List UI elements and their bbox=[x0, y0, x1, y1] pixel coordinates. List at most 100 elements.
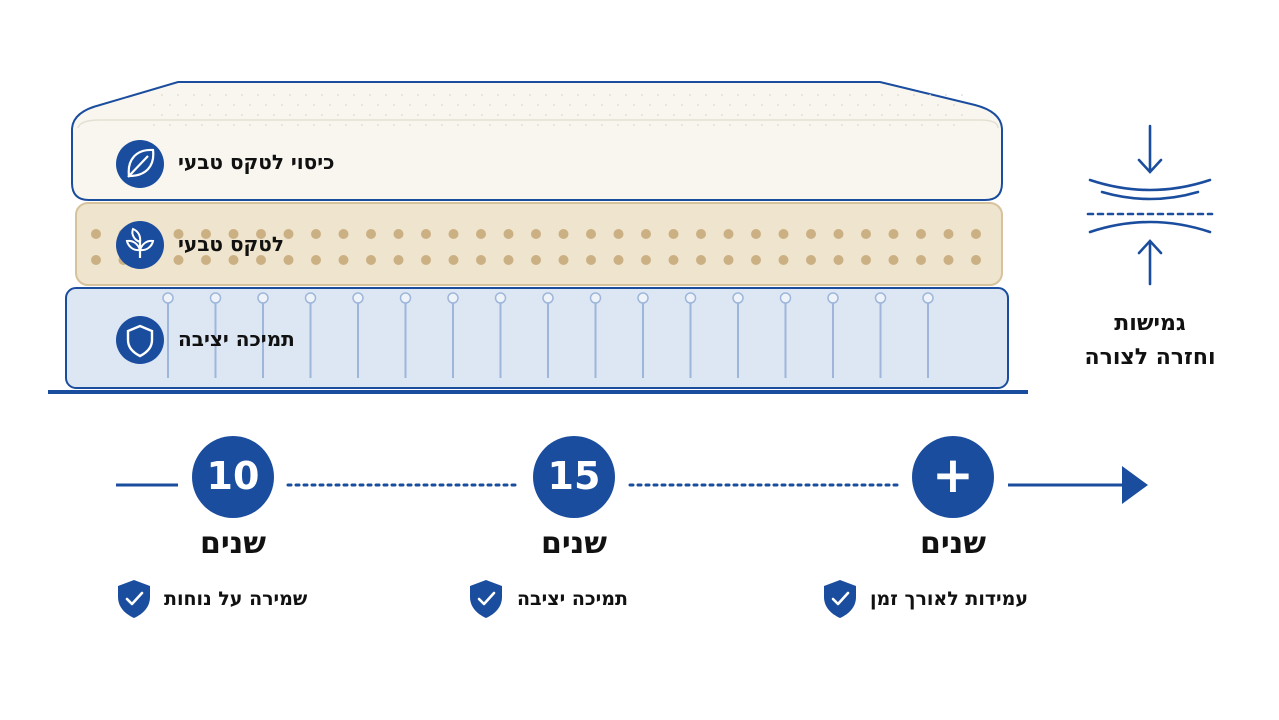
cover-texture-dot bbox=[665, 104, 667, 106]
support-spring-knob bbox=[637, 292, 649, 304]
latex-perforation bbox=[311, 229, 321, 239]
latex-perforation bbox=[531, 229, 541, 239]
layer-label-support: תמיכה יציבה bbox=[178, 327, 295, 351]
cover-texture-dot bbox=[657, 94, 659, 96]
cover-texture-dot bbox=[433, 114, 435, 116]
cover-texture-dot bbox=[385, 94, 387, 96]
cover-texture-dot bbox=[177, 94, 179, 96]
cover-texture-dot bbox=[169, 124, 171, 126]
support-spring-knob bbox=[162, 292, 174, 304]
latex-perforation bbox=[613, 255, 624, 265]
cover-texture-dot bbox=[617, 104, 619, 106]
latex-perforation bbox=[338, 229, 349, 239]
cover-texture-dot bbox=[777, 104, 779, 106]
cover-texture-dot bbox=[577, 114, 579, 116]
cover-texture-dot bbox=[177, 114, 179, 116]
cover-texture-dot bbox=[153, 104, 155, 106]
cover-texture-dot bbox=[281, 104, 283, 106]
cover-texture-dot bbox=[729, 104, 731, 106]
cover-texture-dot bbox=[529, 94, 531, 96]
latex-perforation bbox=[531, 255, 541, 265]
timeline-arrowhead bbox=[1122, 466, 1148, 504]
latex-perforation bbox=[613, 229, 624, 239]
milestone-2-circle bbox=[533, 436, 615, 518]
cover-texture-dot bbox=[313, 104, 315, 106]
milestone-3-circle bbox=[912, 436, 994, 518]
cover-texture-dot bbox=[289, 114, 291, 116]
cover-texture-dot bbox=[865, 114, 867, 116]
cover-texture-dot bbox=[209, 114, 211, 116]
support-spring-knob bbox=[874, 292, 887, 304]
cover-texture-dot bbox=[537, 104, 539, 106]
support-spring-knob bbox=[447, 292, 459, 304]
side-feature-line-1: גמישות bbox=[1114, 311, 1186, 336]
cover-texture-dot bbox=[201, 124, 203, 126]
cover-top-edge bbox=[77, 119, 999, 129]
latex-perforation bbox=[641, 255, 651, 265]
cover-texture-dot bbox=[233, 104, 235, 106]
cover-texture-dot bbox=[953, 104, 955, 106]
support-spring-knob bbox=[494, 292, 507, 304]
cover-texture-dot bbox=[673, 114, 675, 116]
cover-texture bbox=[153, 94, 963, 126]
side-feature-line-2: וחזרה לצורה bbox=[1084, 345, 1216, 370]
cover-texture-dot bbox=[937, 124, 939, 126]
cover-texture-dot bbox=[745, 104, 747, 106]
support-spring-knob bbox=[827, 292, 839, 304]
cover-texture-dot bbox=[953, 124, 955, 126]
support-spring-knob bbox=[304, 292, 317, 304]
cover-texture-dot bbox=[809, 124, 811, 126]
cover-texture-dot bbox=[329, 104, 331, 106]
latex-perforation bbox=[91, 229, 101, 239]
cover-texture-dot bbox=[825, 124, 827, 126]
latex-perforation bbox=[833, 255, 844, 265]
cover-texture-dot bbox=[353, 94, 355, 96]
latex-perforation bbox=[778, 229, 789, 239]
cover-texture-dot bbox=[929, 114, 931, 116]
support-spring-knob bbox=[352, 292, 364, 304]
cover-texture-dot bbox=[553, 104, 555, 106]
support-layer bbox=[65, 287, 1009, 389]
latex-perforation bbox=[476, 229, 486, 239]
cover-texture-dot bbox=[465, 114, 467, 116]
cover-texture-dot bbox=[721, 114, 723, 116]
latex-perforation bbox=[586, 229, 596, 239]
cover-texture-dot bbox=[185, 104, 187, 106]
cover-texture-dot bbox=[369, 114, 371, 116]
latex-perforation bbox=[861, 229, 871, 239]
cover-texture-dot bbox=[681, 124, 683, 126]
cover-texture-dot bbox=[809, 104, 811, 106]
latex-perforation bbox=[448, 229, 459, 239]
cover-texture-dot bbox=[609, 94, 611, 96]
cover-texture-dot bbox=[153, 124, 155, 126]
layer-label-cover: כיסוי לטקס טבעי bbox=[178, 150, 335, 174]
cover-texture-dot bbox=[881, 94, 883, 96]
milestone-2-value: 15 bbox=[547, 454, 601, 498]
cover-texture-dot bbox=[441, 124, 443, 126]
cover-texture-dot bbox=[937, 104, 939, 106]
latex-perforation bbox=[283, 255, 294, 265]
cover-texture-dot bbox=[585, 104, 587, 106]
cover-texture-dot bbox=[617, 124, 619, 126]
latex-perforation bbox=[476, 255, 486, 265]
cover-texture-dot bbox=[961, 94, 963, 96]
cover-texture-dot bbox=[361, 124, 363, 126]
cover-texture-dot bbox=[769, 114, 771, 116]
cover-texture-dot bbox=[385, 114, 387, 116]
latex-perforation bbox=[943, 229, 954, 239]
latex-perforation bbox=[723, 255, 734, 265]
cover-texture-dot bbox=[889, 104, 891, 106]
cover-texture-dot bbox=[649, 124, 651, 126]
cover-texture-dot bbox=[673, 94, 675, 96]
latex-perforation bbox=[806, 229, 816, 239]
latex-perforation bbox=[833, 229, 844, 239]
latex-perforation bbox=[696, 229, 706, 239]
cover-texture-dot bbox=[441, 104, 443, 106]
latex-perforation bbox=[778, 255, 789, 265]
shield-icon bbox=[116, 316, 164, 364]
cover-texture-dot bbox=[353, 114, 355, 116]
milestone-3-unit: שנים bbox=[919, 526, 987, 561]
latex-perforation bbox=[338, 255, 349, 265]
cover-texture-dot bbox=[537, 124, 539, 126]
